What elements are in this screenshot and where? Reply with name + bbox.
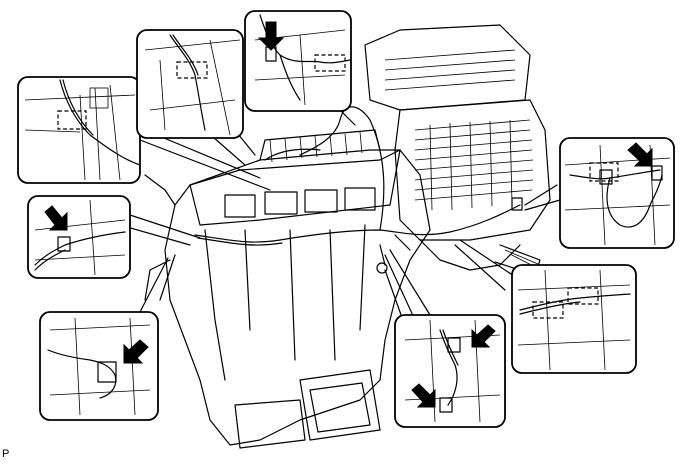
arrow-icon: [627, 142, 653, 167]
callout-connector-right-top: [559, 137, 675, 249]
arrow-icon: [471, 324, 496, 348]
callout-connector-left-bottom: [39, 311, 159, 421]
arrow-icon: [257, 21, 285, 51]
arrow-icon: [44, 205, 68, 231]
callout-connector-top-center-left: [136, 29, 244, 139]
leader-lines: [119, 109, 561, 341]
callout-connector-right-bottom: [511, 264, 637, 374]
hvac-unit-body: [141, 91, 431, 449]
arrow-icon: [411, 383, 436, 408]
wire-harness: [194, 106, 523, 246]
callout-connector-top-center: [244, 10, 352, 112]
arrow-icon: [123, 339, 149, 364]
callout-connector-left-middle: [27, 195, 131, 279]
callout-connector-top-left: [17, 76, 141, 184]
callout-connector-bottom-center: [394, 314, 506, 428]
figure-label: P: [2, 448, 10, 460]
